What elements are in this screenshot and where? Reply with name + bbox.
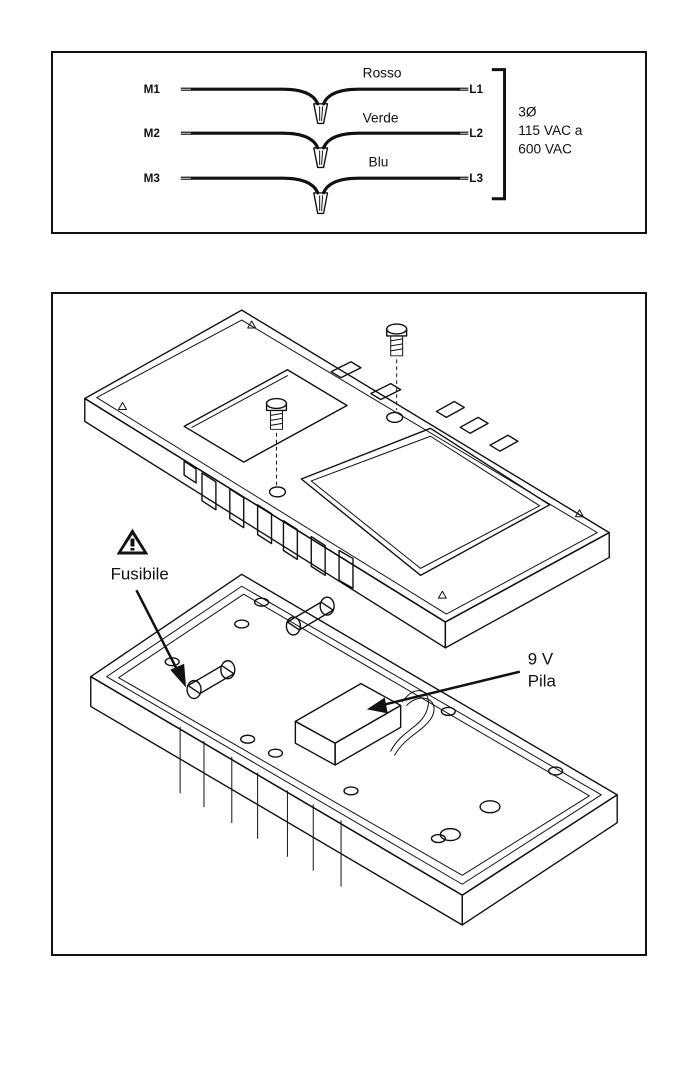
- fuse-label: Fusibile: [111, 564, 169, 583]
- wire-color-label-green: Verde: [363, 110, 399, 125]
- fuse-arrow: [135, 589, 187, 688]
- warning-triangle-icon: [116, 528, 149, 555]
- supply-phase-label: 3Ø: [518, 105, 537, 120]
- screw-icon: [265, 397, 288, 486]
- terminal-label-l1: L1: [469, 83, 483, 96]
- bottom-case: [90, 573, 618, 926]
- wire-group-1: [180, 87, 469, 125]
- wire-color-label-red: Rosso: [363, 65, 402, 80]
- wiring-diagram-panel: M1 M2 M3 L1 L2 L3 Rosso Verde Blu 3Ø 115…: [51, 51, 647, 234]
- supply-range-line1: 115 VAC a: [518, 123, 583, 138]
- battery-label-line1: 9 V: [528, 650, 554, 669]
- wire-nut-3: [313, 192, 329, 215]
- assembly-diagram: Fusibile 9 V Pila: [84, 309, 618, 926]
- wire-color-label-blue: Blu: [369, 154, 389, 169]
- top-cover: [84, 309, 610, 649]
- wire-nut-2: [313, 147, 329, 169]
- terminal-label-l3: L3: [469, 172, 483, 185]
- terminal-label-m3: M3: [144, 172, 161, 185]
- supply-range-line2: 600 VAC: [518, 142, 572, 157]
- battery-label-line2: Pila: [528, 672, 557, 691]
- terminal-label-l2: L2: [469, 127, 483, 140]
- terminal-label-m1: M1: [144, 83, 161, 96]
- wire-nut-1: [313, 103, 329, 125]
- assembly-diagram-panel: Fusibile 9 V Pila: [51, 292, 647, 956]
- terminal-label-m2: M2: [144, 127, 161, 140]
- screw-icon: [386, 323, 408, 410]
- supply-bracket: [491, 68, 506, 201]
- wire-group-3: [180, 176, 469, 215]
- wiring-diagram: M1 M2 M3 L1 L2 L3 Rosso Verde Blu 3Ø 115…: [144, 65, 583, 215]
- wire-group-2: [180, 131, 469, 169]
- battery-arrow: [366, 670, 521, 714]
